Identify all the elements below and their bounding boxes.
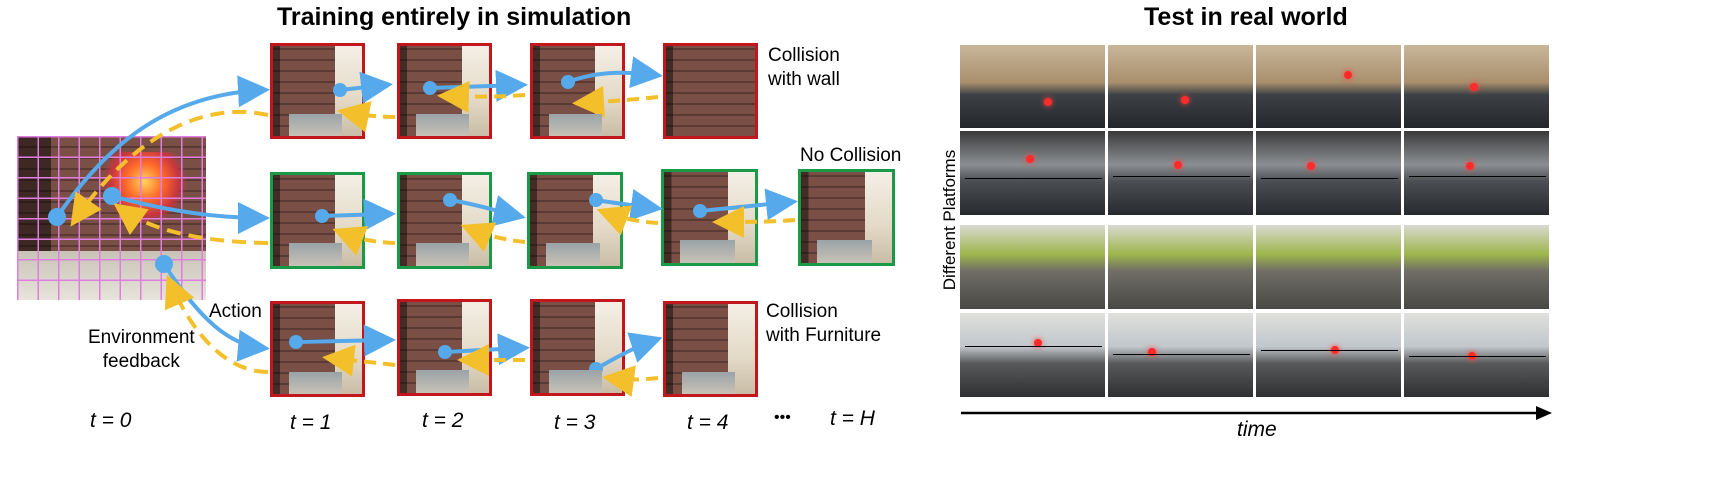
real-photo-r3-c3 bbox=[1255, 224, 1402, 310]
real-photo-r4-c4 bbox=[1403, 312, 1550, 398]
real-photo-r2-c2 bbox=[1107, 130, 1254, 216]
time-step-t4: t = 4 bbox=[687, 411, 729, 434]
real-photo-r2-c3 bbox=[1255, 130, 1402, 216]
different-platforms-label: Different Platforms bbox=[940, 149, 959, 291]
time-step-ellipsis: ••• bbox=[774, 409, 791, 426]
no-collision-label: No Collision bbox=[800, 145, 902, 166]
real-photo-r3-c2 bbox=[1107, 224, 1254, 310]
collision-wall-label: Collision with wall bbox=[768, 45, 840, 90]
time-step-t2: t = 2 bbox=[422, 409, 464, 432]
real-photo-r1-c3 bbox=[1255, 44, 1402, 129]
real-world-title: Test in real world bbox=[1144, 3, 1348, 31]
sim-frame-r2-tH bbox=[798, 169, 895, 266]
sim-title: Training entirely in simulation bbox=[277, 3, 632, 31]
real-photo-r1-c4 bbox=[1403, 44, 1550, 129]
action-label: Action bbox=[209, 301, 262, 322]
time-axis-label: time bbox=[1237, 418, 1277, 441]
trajectory-arrows bbox=[48, 56, 798, 398]
time-step-t3: t = 3 bbox=[554, 411, 596, 434]
time-step-t0: t = 0 bbox=[90, 409, 132, 432]
sim-frame-r3-t4 bbox=[663, 301, 758, 397]
sim-frame-r1-t2 bbox=[397, 43, 492, 139]
real-photo-r4-c3 bbox=[1255, 312, 1402, 398]
time-axis-arrow bbox=[961, 406, 1552, 420]
environment-feedback-label: Environment feedback bbox=[88, 327, 195, 372]
time-step-t1: t = 1 bbox=[290, 411, 332, 434]
real-photo-r4-c1 bbox=[959, 312, 1106, 398]
real-photo-r2-c4 bbox=[1403, 130, 1550, 216]
time-step-tH: t = H bbox=[830, 407, 875, 430]
real-photo-r3-c1 bbox=[959, 224, 1106, 310]
real-photo-r1-c2 bbox=[1107, 44, 1254, 129]
collision-furniture-label: Collision with Furniture bbox=[766, 301, 882, 346]
real-photo-r1-c1 bbox=[959, 44, 1106, 129]
action-arrow-to-r2 bbox=[111, 194, 270, 234]
action-arrow-to-r1 bbox=[55, 75, 270, 219]
input-grid-image bbox=[17, 136, 206, 300]
real-photo-r4-c2 bbox=[1107, 312, 1254, 398]
sim-frame-r3-t3 bbox=[530, 299, 625, 396]
real-photo-r3-c4 bbox=[1403, 224, 1550, 310]
real-photo-r2-c1 bbox=[959, 130, 1106, 216]
sim-frame-r1-t4 bbox=[663, 43, 758, 139]
